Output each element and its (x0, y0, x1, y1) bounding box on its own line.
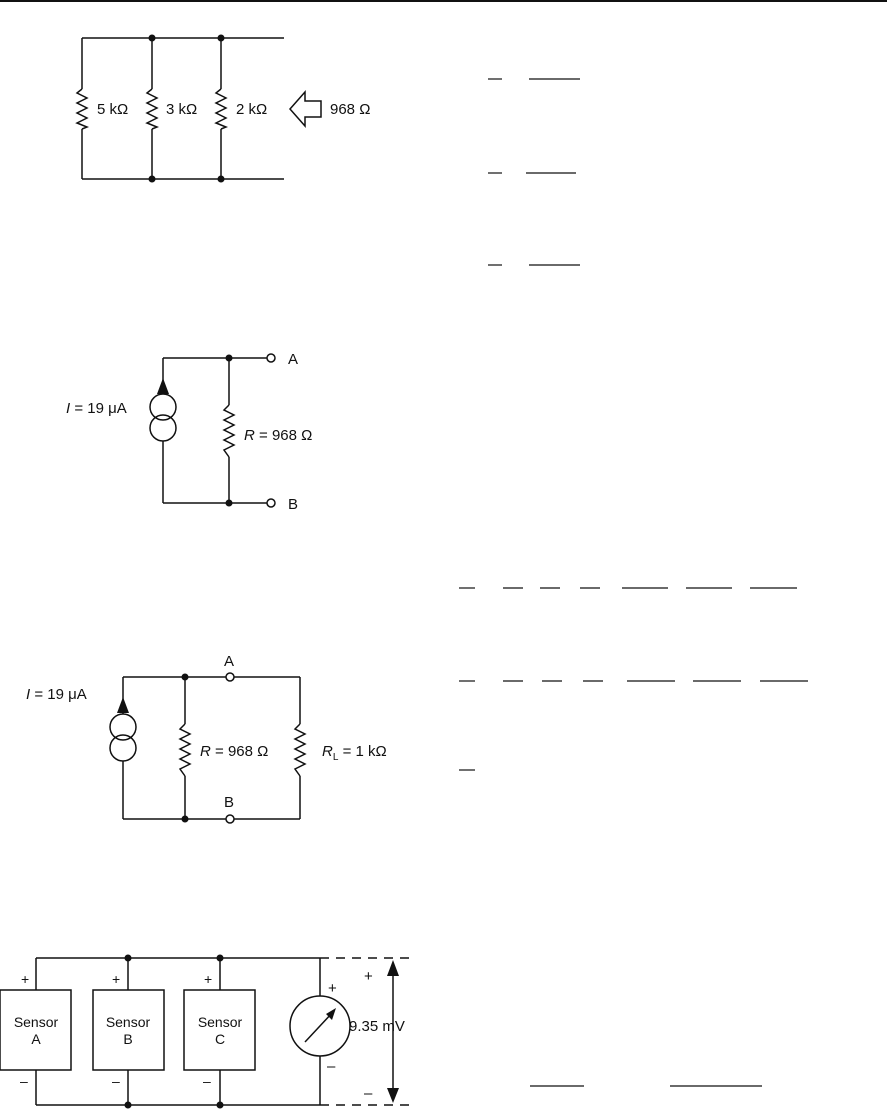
sensor-c-id: C (215, 1031, 225, 1047)
junction-node (225, 499, 233, 507)
junction-node (217, 175, 225, 183)
voltage-dimension: + – 9.35 mV (320, 957, 412, 1106)
figure-sensors-parallel: Sensor A Sensor B Sensor C + + + + – – –… (0, 954, 412, 1109)
sensor-a-box: Sensor A (0, 989, 72, 1071)
current-source-icon (109, 697, 137, 777)
sensor-b-id: B (123, 1031, 132, 1047)
figure-norton-source: A B I = 19 μA R = 968 Ω (66, 351, 312, 513)
sensor-b-box: Sensor B (92, 989, 165, 1071)
resistor-2k (214, 88, 229, 130)
label-terminal-b: B (224, 794, 234, 811)
junction-node (124, 954, 132, 962)
terminal-b (225, 814, 235, 824)
junction-node (225, 354, 233, 362)
label-r2: 3 kΩ (166, 101, 197, 118)
junction-node (216, 1101, 224, 1109)
junction-node (148, 34, 156, 42)
label-current: I = 19 μA (66, 400, 127, 417)
terminal-b (266, 498, 276, 508)
label-resistance: R = 968 Ω (244, 427, 312, 444)
voltmeter-icon (289, 995, 351, 1057)
junction-node (148, 175, 156, 183)
voltage-plus: + (364, 968, 373, 985)
arrow-left-icon (288, 90, 322, 128)
sensor-a-plus: + (21, 971, 29, 987)
label-voltage: 9.35 mV (349, 1018, 405, 1035)
junction-node (217, 34, 225, 42)
fig4-wires (35, 957, 321, 1106)
junction-node (181, 815, 189, 823)
junction-node (216, 954, 224, 962)
resistor-r (178, 723, 192, 777)
label-current: I = 19 μA (26, 686, 87, 703)
sensor-c-plus: + (204, 971, 212, 987)
resistor-3k (145, 88, 160, 130)
equation-fraction-bars (488, 78, 580, 266)
fig2-wires (162, 357, 267, 504)
sensor-b-plus: + (112, 971, 120, 987)
label-r1: 5 kΩ (97, 101, 128, 118)
junction-node (181, 673, 189, 681)
sensor-c-minus: – (203, 1073, 211, 1089)
current-source-icon (149, 378, 177, 457)
resistor-5k (75, 88, 90, 130)
sensor-a-minus: – (20, 1073, 28, 1089)
sensor-c-label: Sensor (198, 1014, 243, 1030)
terminal-a (225, 672, 235, 682)
voltage-minus: – (364, 1085, 373, 1102)
sensor-b-label: Sensor (106, 1014, 151, 1030)
figure-parallel-resistors: 5 kΩ 3 kΩ 2 kΩ 968 Ω (75, 34, 370, 183)
label-terminal-b: B (288, 496, 298, 513)
figure-norton-with-load: A B I = 19 μA R = 968 Ω RL = 1 kΩ (26, 653, 387, 824)
label-r3: 2 kΩ (236, 101, 267, 118)
equation-fraction-bars (459, 587, 808, 771)
label-terminal-a: A (288, 351, 298, 368)
label-load-resistance: RL = 1 kΩ (322, 743, 387, 763)
label-equivalent-resistance: 968 Ω (330, 101, 370, 118)
resistor-load (293, 723, 307, 777)
resistor-r (222, 404, 236, 458)
sensor-c-box: Sensor C (183, 989, 256, 1071)
meter-minus: – (327, 1058, 336, 1075)
sensor-a-id: A (31, 1031, 41, 1047)
terminal-a (266, 353, 276, 363)
label-terminal-a: A (224, 653, 234, 670)
meter-plus: + (328, 980, 337, 997)
sensor-a-label: Sensor (14, 1014, 59, 1030)
page-top-rule (0, 0, 887, 2)
fig1-wires (81, 37, 284, 180)
sensor-b-minus: – (112, 1073, 120, 1089)
junction-node (124, 1101, 132, 1109)
label-resistance: R = 968 Ω (200, 743, 268, 760)
